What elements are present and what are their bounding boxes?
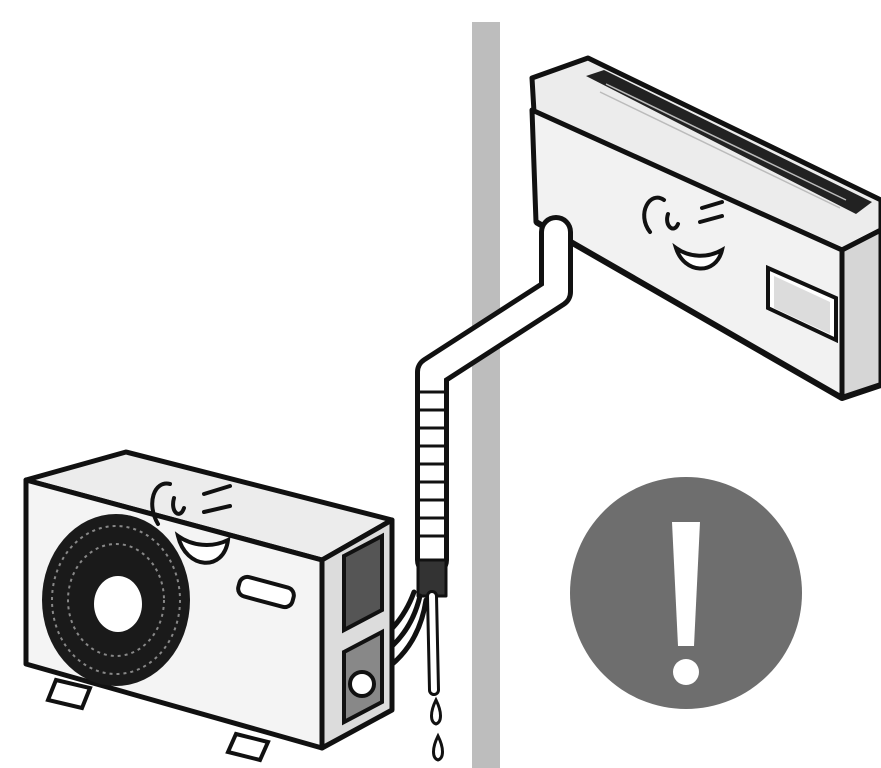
water-drops	[430, 696, 444, 762]
indoor-unit-display-panel	[766, 264, 838, 344]
exclamation-warning-icon	[570, 477, 802, 709]
wall	[472, 22, 500, 768]
outdoor-unit-side-panel	[342, 532, 384, 726]
water-drop-icon	[430, 696, 442, 726]
indoor-unit-face	[642, 195, 725, 271]
outdoor-unit-nameplate	[236, 574, 296, 610]
water-drop-icon	[432, 732, 444, 762]
indoor-unit	[529, 55, 881, 401]
outdoor-unit-face	[150, 481, 232, 565]
refrigerant-pipe	[415, 215, 573, 696]
outdoor-unit-feet	[45, 677, 271, 763]
indoor-unit-grille	[586, 70, 872, 214]
outdoor-unit-fan	[42, 514, 190, 686]
